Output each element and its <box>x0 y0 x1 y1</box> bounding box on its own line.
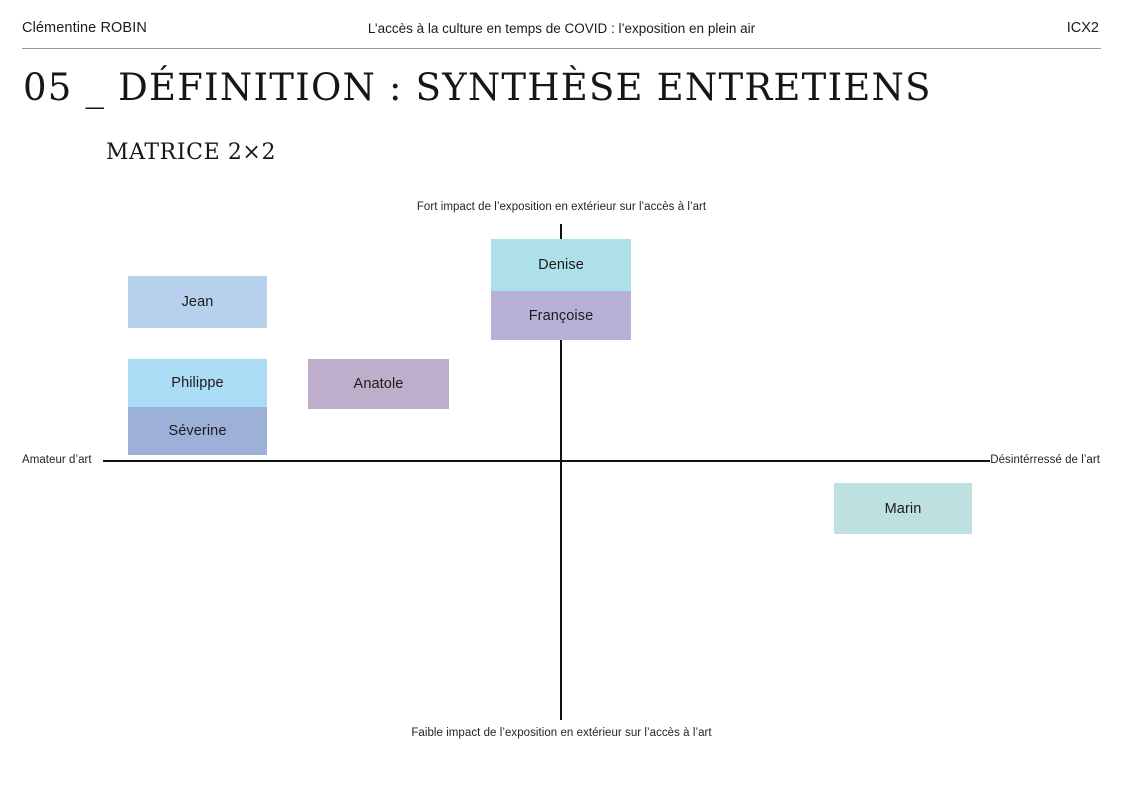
persona-box-anatole[interactable]: Anatole <box>308 359 449 409</box>
header-divider <box>22 48 1101 49</box>
horizontal-axis-line <box>103 460 990 462</box>
persona-box-philippe[interactable]: Philippe <box>128 359 267 407</box>
page-subtitle: MATRICE 2×2 <box>106 140 277 165</box>
slide-header: Clémentine ROBIN L’accès à la culture en… <box>0 0 1123 50</box>
axis-label-bottom: Faible impact de l’exposition en extérie… <box>411 727 712 739</box>
persona-box-severine[interactable]: Séverine <box>128 407 267 455</box>
persona-box-marin[interactable]: Marin <box>834 483 972 534</box>
persona-group-jean: Jean <box>128 276 267 328</box>
header-title: L’accès à la culture en temps de COVID :… <box>367 21 756 36</box>
header-author: Clémentine ROBIN <box>22 20 147 36</box>
persona-group-anatole: Anatole <box>308 359 449 409</box>
header-code: ICX2 <box>1066 20 1099 36</box>
axis-label-right: Désintérressé de l’art <box>990 454 1100 466</box>
persona-group-marin: Marin <box>834 483 972 534</box>
persona-group-philippe-severine: Philippe Séverine <box>128 359 267 455</box>
vertical-axis-line <box>560 224 562 720</box>
persona-box-jean[interactable]: Jean <box>128 276 267 328</box>
axis-label-left: Amateur d’art <box>22 454 92 466</box>
page-title: 05 _ DÉFINITION : SYNTHÈSE ENTRETIENS <box>23 66 932 109</box>
persona-box-francoise[interactable]: Françoise <box>491 291 631 340</box>
axis-label-top: Fort impact de l’exposition en extérieur… <box>416 201 707 213</box>
persona-box-denise[interactable]: Denise <box>491 239 631 291</box>
persona-group-denise-francoise: Denise Françoise <box>491 239 631 340</box>
